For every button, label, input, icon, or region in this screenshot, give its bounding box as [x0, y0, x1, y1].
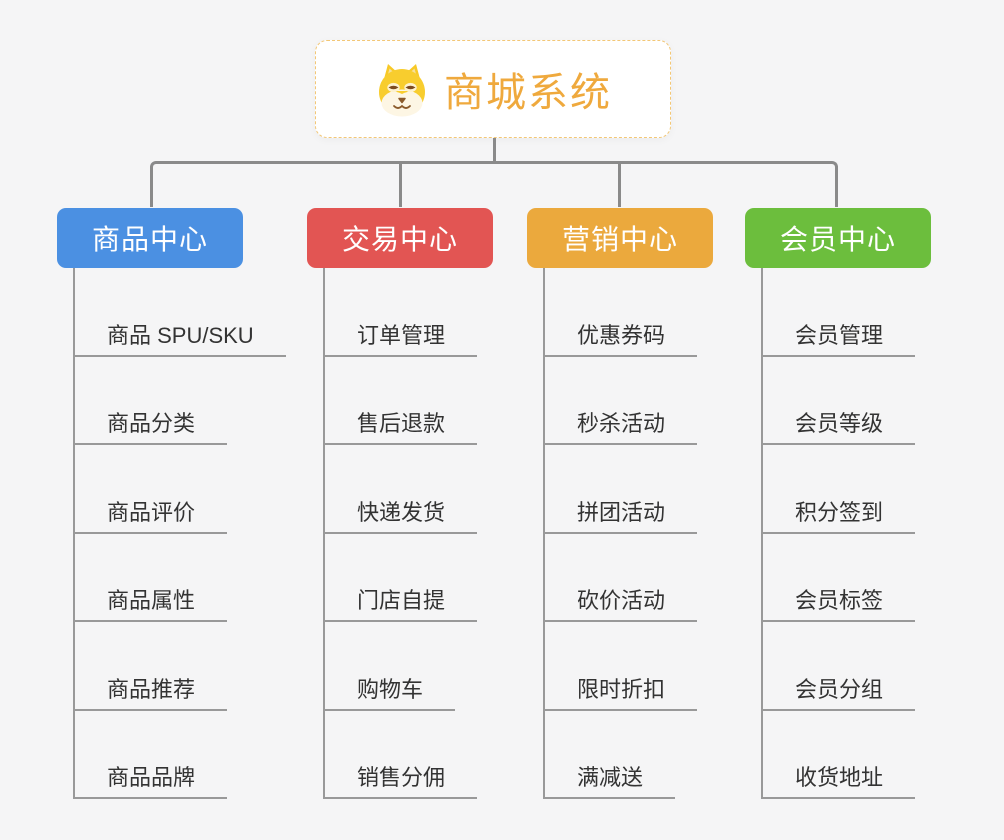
leaf-node[interactable]: 秒杀活动 [545, 357, 698, 445]
leaf-node[interactable]: 砍价活动 [545, 534, 698, 622]
leaf-node[interactable]: 会员标签 [763, 534, 916, 622]
branch-node-trade[interactable]: 交易中心 [307, 208, 493, 268]
leaf-node[interactable]: 快递发货 [325, 445, 478, 534]
leaf-node[interactable]: 商品 SPU/SKU [75, 268, 286, 357]
branch-node-marketing[interactable]: 营销中心 [527, 208, 713, 268]
leaf-node[interactable]: 商品评价 [75, 445, 228, 534]
branch-children-products: 商品 SPU/SKU 商品分类 商品评价 商品属性 商品推荐 商品品牌 [73, 268, 286, 799]
branch-children-marketing: 优惠券码 秒杀活动 拼团活动 砍价活动 限时折扣 满减送 [543, 268, 698, 799]
branch-children-members: 会员管理 会员等级 积分签到 会员标签 会员分组 收货地址 [761, 268, 916, 799]
root-node[interactable]: 商城系统 [315, 40, 671, 138]
leaf-node[interactable]: 会员等级 [763, 357, 916, 445]
leaf-node[interactable]: 收货地址 [763, 711, 916, 799]
connector-drop-branch-1 [399, 161, 402, 207]
shiba-dog-icon [379, 64, 425, 117]
leaf-node[interactable]: 满减送 [545, 711, 676, 799]
leaf-node[interactable]: 订单管理 [325, 268, 478, 357]
leaf-node[interactable]: 门店自提 [325, 534, 478, 622]
connector-bus [150, 161, 838, 207]
leaf-node[interactable]: 积分签到 [763, 445, 916, 534]
leaf-node[interactable]: 会员管理 [763, 268, 916, 357]
branch-children-trade: 订单管理 售后退款 快递发货 门店自提 购物车 销售分佣 [323, 268, 478, 799]
branch-node-products[interactable]: 商品中心 [57, 208, 243, 268]
leaf-node[interactable]: 销售分佣 [325, 711, 478, 799]
leaf-node[interactable]: 售后退款 [325, 357, 478, 445]
root-title: 商城系统 [444, 71, 612, 115]
connector-root-stem [493, 138, 496, 164]
leaf-node[interactable]: 购物车 [325, 622, 456, 711]
leaf-node[interactable]: 会员分组 [763, 622, 916, 711]
leaf-node[interactable]: 商品品牌 [75, 711, 228, 799]
leaf-node[interactable]: 商品属性 [75, 534, 228, 622]
leaf-node[interactable]: 商品推荐 [75, 622, 228, 711]
leaf-node[interactable]: 拼团活动 [545, 445, 698, 534]
leaf-node[interactable]: 限时折扣 [545, 622, 698, 711]
leaf-node[interactable]: 优惠券码 [545, 268, 698, 357]
connector-drop-branch-2 [618, 161, 621, 207]
branch-node-members[interactable]: 会员中心 [745, 208, 931, 268]
leaf-node[interactable]: 商品分类 [75, 357, 228, 445]
